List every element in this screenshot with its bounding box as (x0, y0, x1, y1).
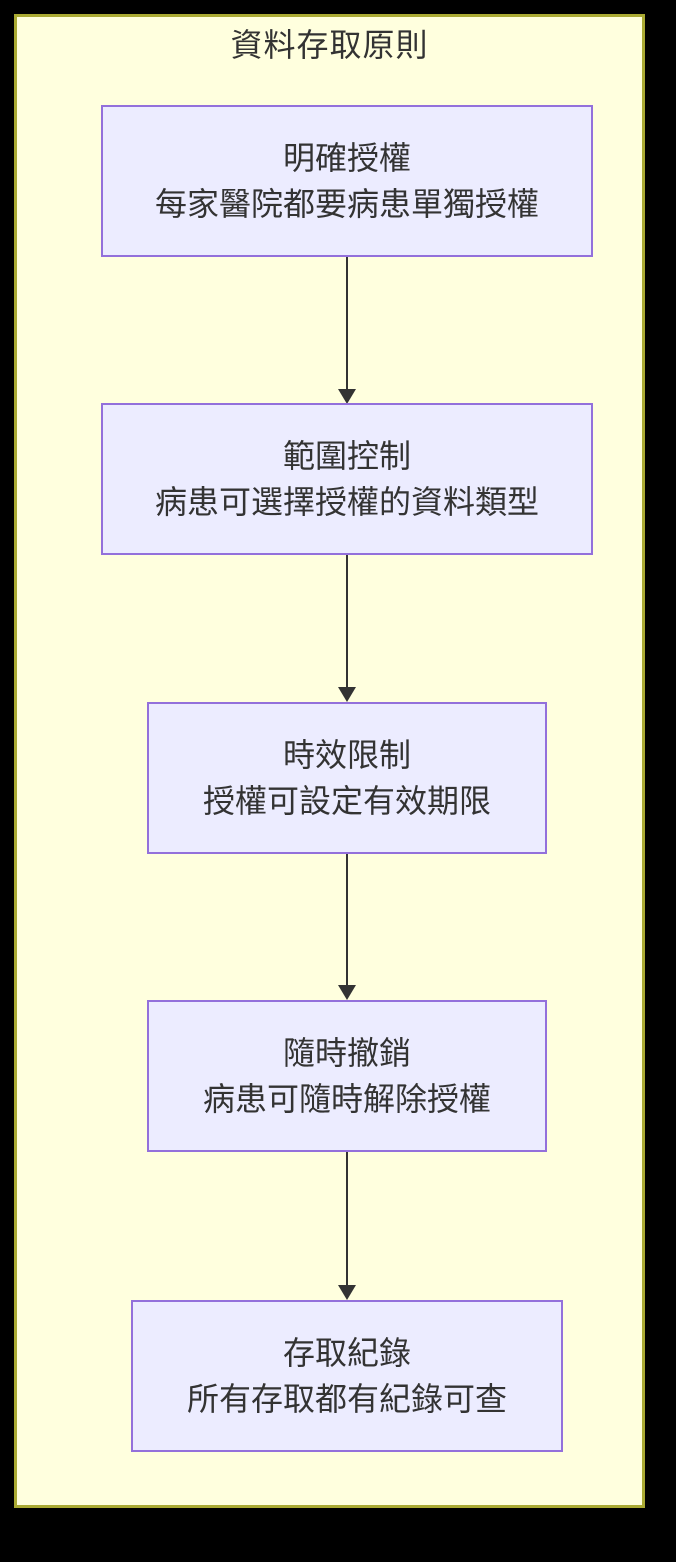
arrowhead-down-icon (338, 687, 356, 702)
node-description: 病患可隨時解除授權 (202, 1081, 491, 1117)
arrow-shaft (346, 1152, 348, 1287)
node-title: 時效限制 (282, 737, 411, 773)
node-title: 隨時撤銷 (282, 1035, 411, 1071)
cluster-title: 資料存取原則 (230, 27, 429, 63)
node-access-log: 存取紀錄 所有存取都有紀錄可查 (131, 1300, 563, 1452)
arrowhead-down-icon (338, 985, 356, 1000)
flow-arrow-1 (338, 257, 356, 404)
node-explicit-authorization: 明確授權 每家醫院都要病患單獨授權 (101, 105, 593, 257)
arrowhead-down-icon (338, 1285, 356, 1300)
node-revoke-anytime: 隨時撤銷 病患可隨時解除授權 (147, 1000, 547, 1152)
node-description: 授權可設定有效期限 (202, 783, 491, 819)
flow-arrow-3 (338, 854, 356, 1000)
node-title: 明確授權 (282, 140, 411, 176)
node-title: 存取紀錄 (282, 1335, 411, 1371)
node-time-limit: 時效限制 授權可設定有效期限 (147, 702, 547, 854)
node-scope-control: 範圍控制 病患可選擇授權的資料類型 (101, 403, 593, 555)
node-description: 所有存取都有紀錄可查 (186, 1381, 507, 1417)
flow-arrow-4 (338, 1152, 356, 1300)
node-description: 每家醫院都要病患單獨授權 (154, 186, 539, 222)
cluster-data-access-principles: 資料存取原則 明確授權 每家醫院都要病患單獨授權 範圍控制 病患可選擇授權的資料… (14, 14, 645, 1508)
arrow-shaft (346, 257, 348, 391)
arrowhead-down-icon (338, 389, 356, 404)
node-description: 病患可選擇授權的資料類型 (154, 484, 539, 520)
node-title: 範圍控制 (282, 438, 411, 474)
arrow-shaft (346, 555, 348, 689)
flow-arrow-2 (338, 555, 356, 702)
arrow-shaft (346, 854, 348, 987)
